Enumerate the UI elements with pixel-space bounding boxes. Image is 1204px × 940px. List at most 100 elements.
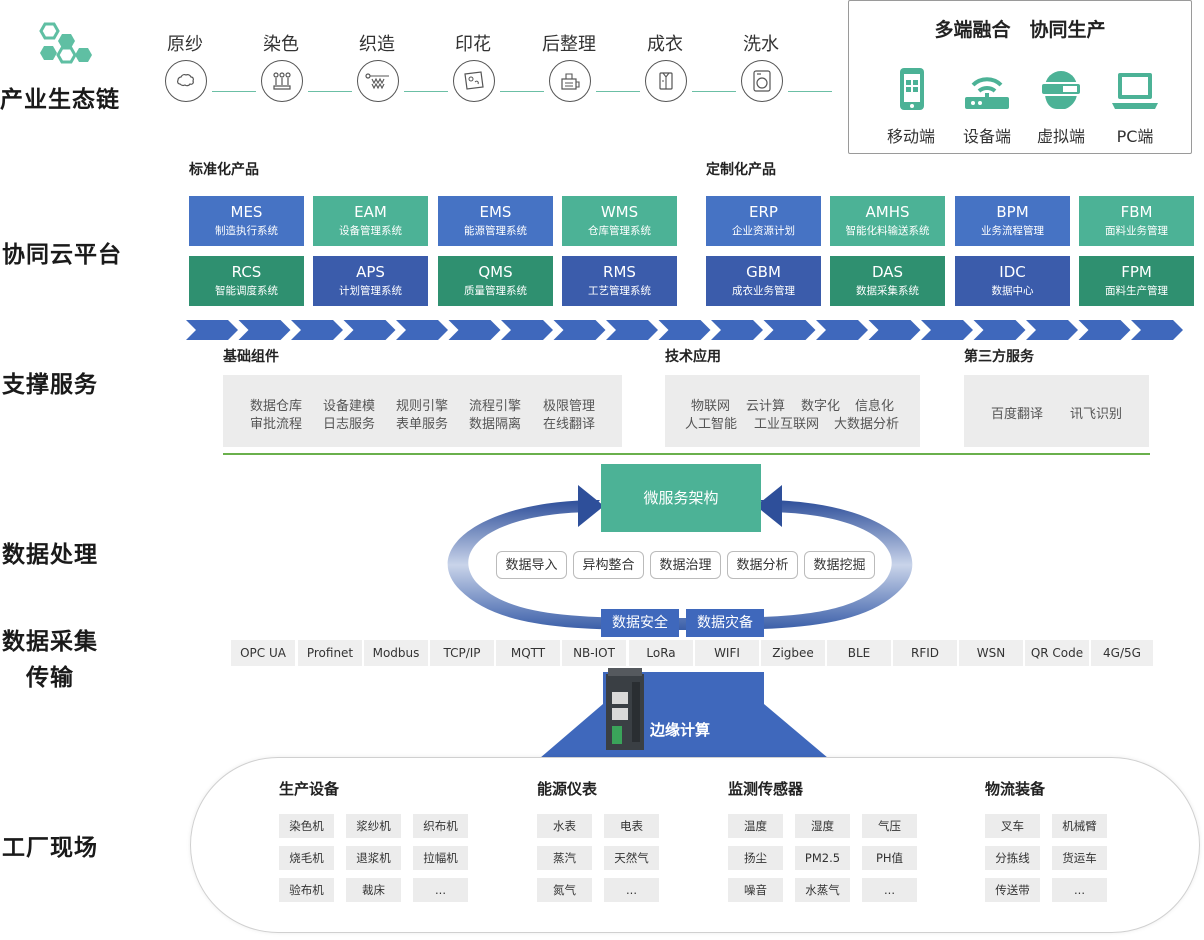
device-tag: 拉幅机 <box>413 846 468 870</box>
process-connector <box>500 91 544 92</box>
service-item: 极限管理 <box>543 399 596 414</box>
chevron-segment <box>816 320 868 340</box>
edge-computing-shape <box>540 672 828 758</box>
service-item: 人工智能 <box>685 417 738 432</box>
device-tag: 分拣线 <box>985 846 1040 870</box>
protocol-tag: BLE <box>827 640 891 666</box>
service-item: 审批流程 <box>250 417 303 432</box>
protocol-tag: QR Code <box>1025 640 1089 666</box>
service-item: 规则引擎 <box>396 399 449 414</box>
service-item: 设备建模 <box>323 399 376 414</box>
layer-label-cloud-platform: 协同云平台 <box>2 242 122 268</box>
device-tag: 气压 <box>862 814 917 838</box>
data-step-govern[interactable]: 数据治理 <box>650 551 721 579</box>
printing-icon <box>453 60 495 102</box>
chevron-segment <box>501 320 553 340</box>
product-tile-fbm[interactable]: FBM 面料业务管理 <box>1079 196 1194 246</box>
service-item: 大数据分析 <box>834 417 900 432</box>
service-item: 物联网 <box>691 399 731 414</box>
product-code: WMS <box>600 203 639 221</box>
custom-products-title: 定制化产品 <box>706 162 776 178</box>
basic-components-title: 基础组件 <box>223 349 279 365</box>
data-step-import[interactable]: 数据导入 <box>496 551 567 579</box>
chevron-segment <box>763 320 816 340</box>
process-label: 织造 <box>359 34 395 55</box>
device-tag: 水蒸气 <box>795 878 850 902</box>
device-tag: 织布机 <box>413 814 468 838</box>
chevron-segment <box>396 320 448 340</box>
service-item: 数据隔离 <box>469 417 522 432</box>
terminals-title: 多端融合 协同生产 <box>934 19 1106 41</box>
device-tag: ... <box>604 878 659 902</box>
chevron-segment <box>606 320 658 340</box>
process-connector <box>308 91 352 92</box>
finishing-icon <box>549 60 591 102</box>
product-code: EAM <box>354 203 387 221</box>
product-desc: 面料业务管理 <box>1105 225 1168 237</box>
chevron-segment <box>1026 320 1078 340</box>
product-desc: 制造执行系统 <box>215 225 278 237</box>
chevron-segment <box>868 320 921 340</box>
protocol-tag: Modbus <box>364 640 428 666</box>
product-code: FBM <box>1120 203 1153 221</box>
mobile-phone-icon <box>900 68 924 110</box>
device-tag: 蒸汽 <box>537 846 592 870</box>
chevron-segment <box>711 320 763 340</box>
device-tag: ... <box>862 878 917 902</box>
terminal-label: 移动端 <box>886 127 935 146</box>
washing-machine-icon <box>741 60 783 102</box>
data-step-analyze[interactable]: 数据分析 <box>727 551 798 579</box>
service-item: 信息化 <box>855 399 895 414</box>
product-code: FPM <box>1121 263 1152 281</box>
third-party-panel: 百度翻译 讯飞识别 <box>964 375 1149 447</box>
product-code: IDC <box>999 263 1026 281</box>
protocol-tag: MQTT <box>496 640 560 666</box>
chevron-segment <box>186 320 238 340</box>
protocol-tag: OPC UA <box>231 640 295 666</box>
product-code: DAS <box>871 263 904 281</box>
device-tag: 氮气 <box>537 878 592 902</box>
weaving-icon <box>357 60 399 102</box>
product-code: RMS <box>603 263 636 281</box>
vr-headset-icon <box>1040 71 1082 109</box>
process-connector <box>596 91 640 92</box>
data-backup-tag: 数据灾备 <box>686 609 764 637</box>
basic-components-panel: 数据仓库 设备建模 规则引擎 流程引擎 极限管理 审批流程 日志服务 表单服务 … <box>223 375 622 447</box>
product-desc: 智能化料输送系统 <box>845 225 930 237</box>
process-label: 染色 <box>263 34 299 55</box>
process-label: 洗水 <box>743 34 779 55</box>
device-tag: 烧毛机 <box>279 846 334 870</box>
edge-gateway-device-icon <box>606 668 644 750</box>
device-tag: ... <box>1052 878 1107 902</box>
terminal-label: 虚拟端 <box>1036 127 1085 146</box>
product-desc: 能源管理系统 <box>464 225 527 237</box>
processing-cycle-arrows <box>447 485 913 630</box>
service-item: 工业互联网 <box>754 417 820 432</box>
hexagon-logo-icon <box>39 22 92 64</box>
chevron-segment <box>238 320 291 340</box>
layer-label-data-processing: 数据处理 <box>2 542 98 568</box>
terminal-label: 设备端 <box>962 127 1011 146</box>
layer-label-support-services: 支撑服务 <box>2 372 98 398</box>
protocol-tag: 4G/5G <box>1091 640 1153 666</box>
router-icon <box>965 77 1009 109</box>
product-code: QMS <box>478 263 513 281</box>
device-tag: 退浆机 <box>346 846 401 870</box>
data-step-mine[interactable]: 数据挖掘 <box>804 551 875 579</box>
data-step-integrate[interactable]: 异构整合 <box>573 551 644 579</box>
